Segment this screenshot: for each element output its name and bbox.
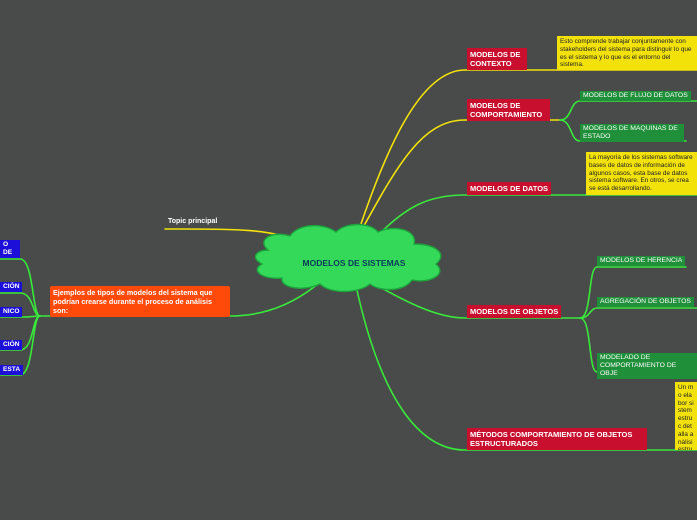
left-item-2[interactable]: CIÓN <box>0 282 23 292</box>
agregacion-subtopic[interactable]: AGREGACIÓN DE OBJETOS <box>597 297 694 307</box>
link-center-to-datos <box>369 194 697 245</box>
left-item-4[interactable]: CIÓN <box>0 340 23 350</box>
modelado-comportamiento-subtopic[interactable]: MODELADO DE COMPORTAMIENTO DE OBJE <box>597 353 697 379</box>
link-comportamiento-to-flujo <box>559 100 697 121</box>
link-objetos-to-herencia <box>579 266 687 319</box>
flujo-datos-subtopic[interactable]: MODELOS DE FLUJO DE DATOS <box>580 91 691 101</box>
topic-principal-floating[interactable]: Topic principal <box>168 218 218 225</box>
modelos-datos-topic[interactable]: MODELOS DE DATOS <box>467 182 552 195</box>
link-center-to-contexto <box>354 69 466 243</box>
metodos-estructurados-topic[interactable]: MÉTODOS COMPORTAMIENTO DE OBJETOS ESTRUC… <box>467 428 647 450</box>
left-main-topic[interactable]: Ejemplos de tipos de modelos del sistema… <box>50 286 230 317</box>
link-center-to-metodos <box>354 280 697 451</box>
contexto-note[interactable]: Esto comprende trabajar conjuntamente co… <box>557 36 697 70</box>
link-objetos-to-agregacion <box>579 307 697 319</box>
herencia-subtopic[interactable]: MODELOS DE HERENCIA <box>597 256 686 266</box>
link-objetos-to-modelado <box>579 317 697 373</box>
metodos-note[interactable]: Un mo elabor sistem estruc detalla análi… <box>675 382 697 450</box>
modelos-objetos-topic[interactable]: MODELOS DE OBJETOS <box>467 305 562 318</box>
left-item-1[interactable]: O DE <box>0 240 20 258</box>
link-left-item-2 <box>0 292 41 317</box>
central-topic[interactable]: MODELOS DE SISTEMAS <box>302 258 406 268</box>
modelos-comportamiento-topic[interactable]: MODELOS DE COMPORTAMIENTO <box>467 99 550 121</box>
left-item-5[interactable]: ESTA <box>0 365 24 375</box>
modelos-contexto-topic[interactable]: MODELOS DE CONTEXTO <box>467 48 527 70</box>
link-comportamiento-to-maquinas <box>559 119 687 142</box>
datos-note[interactable]: La mayoría de los sistemas software base… <box>586 152 697 195</box>
left-item-3[interactable]: NICO <box>0 307 23 317</box>
central-cloud-shape <box>254 223 442 293</box>
maquinas-estado-subtopic[interactable]: MODELOS DE MAQUINAS DE ESTADO <box>580 124 684 142</box>
link-center-to-comportamiento <box>354 119 466 243</box>
